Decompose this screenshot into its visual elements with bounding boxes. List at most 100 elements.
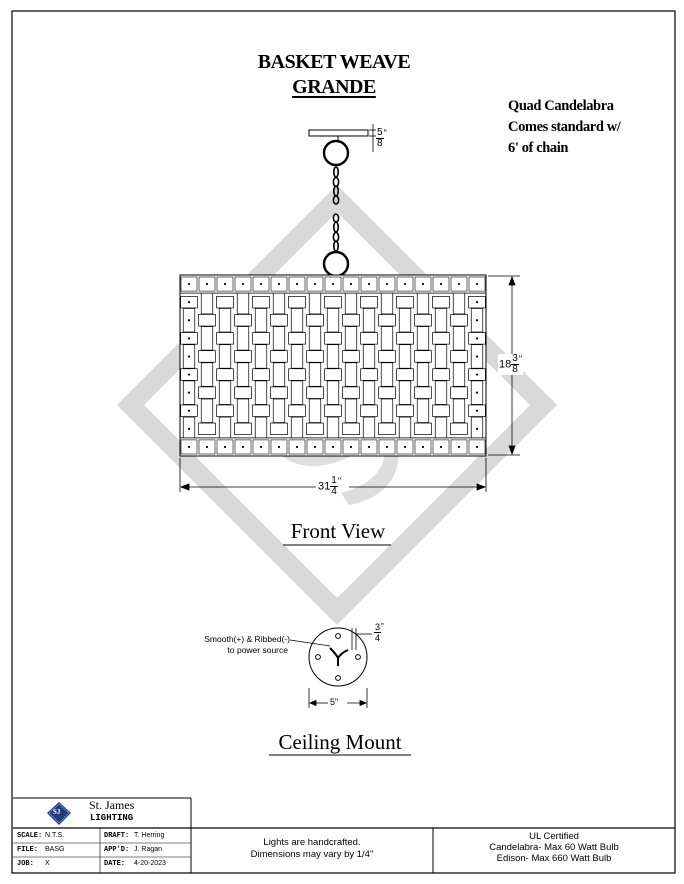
weave-border-cell	[198, 439, 216, 455]
weave-vertical-strip	[380, 362, 394, 387]
weave-horizontal-strip	[432, 368, 450, 381]
mount-depth-unit: "	[381, 622, 384, 631]
weave-horizontal-strip	[432, 404, 450, 417]
note-line2: Comes standard w/	[508, 119, 621, 135]
weave-horizontal-strip	[324, 368, 342, 381]
canopy-num: 5	[376, 127, 384, 139]
company-sub: LIGHTING	[90, 813, 134, 823]
weave-rivet	[259, 282, 263, 286]
weave-rivet	[187, 301, 191, 304]
ul-line1: UL Certified	[529, 831, 579, 842]
weave-vertical-strip	[452, 326, 466, 351]
weave-vertical-strip	[290, 308, 304, 333]
weave-vertical-strip	[272, 326, 286, 351]
weave-border-cell	[252, 439, 270, 455]
weave-horizontal-strip	[198, 350, 216, 363]
handcrafted-line2: Dimensions may vary by 1/4"	[250, 849, 374, 860]
ul-certification: UL Certified Candelabra- Max 60 Watt Bul…	[433, 831, 675, 864]
draft-value: T. Herring	[134, 832, 165, 839]
weave-horizontal-strip	[270, 314, 288, 327]
weave-horizontal-strip	[306, 386, 324, 399]
width-dimension	[179, 458, 487, 492]
weave-horizontal-strip	[378, 422, 396, 435]
weave-rivet	[187, 409, 191, 412]
handcrafted-line1: Lights are handcrafted.	[263, 837, 361, 848]
weave-border-cell	[324, 439, 342, 455]
weave-rivet	[205, 445, 209, 449]
weave-horizontal-strip	[432, 296, 450, 309]
weave-horizontal-strip	[342, 422, 360, 435]
weave-horizontal-strip	[234, 422, 252, 435]
weave-rivet	[367, 445, 371, 449]
product-title-line1: BASKET WEAVE	[257, 51, 411, 73]
weave-border-cell	[270, 439, 288, 455]
weave-vertical-strip	[362, 416, 376, 441]
weave-vertical-strip	[254, 416, 268, 441]
weave-horizontal-strip	[378, 350, 396, 363]
ul-line3: Edison- Max 660 Watt Bulb	[496, 853, 612, 864]
weave-rivet	[241, 282, 245, 286]
page-frame	[11, 10, 676, 874]
weave-border-cell	[234, 276, 252, 292]
weave-horizontal-strip	[234, 386, 252, 399]
weave-horizontal-strip	[324, 296, 342, 309]
weave-border-cell	[216, 439, 234, 455]
weave-rivet	[331, 282, 335, 286]
weave-rivet	[403, 445, 407, 449]
weave-vertical-strip	[398, 380, 412, 405]
weave-rivet	[331, 445, 335, 449]
weave-horizontal-strip	[360, 296, 378, 309]
weave-horizontal-strip	[234, 314, 252, 327]
weave-vertical-strip	[344, 326, 358, 351]
weave-rivet	[349, 282, 353, 286]
weave-vertical-strip	[380, 326, 394, 351]
note-line3: 6' of chain	[508, 140, 569, 156]
weave-vertical-strip	[236, 290, 250, 315]
weave-rivet	[187, 391, 191, 394]
weave-vertical-strip	[218, 308, 232, 333]
width-num: 1	[330, 475, 338, 487]
weave-horizontal-strip	[216, 404, 234, 417]
weave-horizontal-strip	[198, 422, 216, 435]
weave-horizontal-strip	[324, 332, 342, 345]
weave-vertical-strip	[218, 380, 232, 405]
weave-horizontal-strip	[432, 332, 450, 345]
weave-border-cell	[396, 276, 414, 292]
weave-vertical-strip	[434, 308, 448, 333]
canopy-dimension	[369, 124, 376, 152]
weave-horizontal-strip	[396, 332, 414, 345]
weave-rivet	[205, 282, 209, 286]
bottom-ring	[322, 250, 350, 278]
weave-horizontal-strip	[288, 296, 306, 309]
weave-vertical-strip	[452, 290, 466, 315]
weave-border-cell	[450, 439, 468, 455]
weave-vertical-strip	[200, 290, 214, 315]
weave-horizontal-strip	[288, 368, 306, 381]
weave-vertical-strip	[326, 308, 340, 333]
weave-horizontal-strip	[414, 386, 432, 399]
mount-depth-den: 4	[375, 633, 381, 643]
weave-vertical-strip	[200, 326, 214, 351]
weave-rivet	[187, 337, 191, 340]
weave-vertical-strip	[344, 290, 358, 315]
weave-border-cell	[432, 439, 450, 455]
weave-vertical-strip	[434, 416, 448, 441]
weave-vertical-strip	[254, 308, 268, 333]
weave-rivet	[277, 282, 281, 286]
weave-rivet	[439, 282, 443, 286]
weave-horizontal-strip	[360, 404, 378, 417]
weave-border-cell	[360, 439, 378, 455]
weave-horizontal-strip	[450, 314, 468, 327]
weave-border-cell	[198, 276, 216, 292]
weave-rivet	[475, 337, 479, 340]
weave-rivet	[403, 282, 407, 286]
date-label: DATE:	[104, 860, 126, 868]
weave-border-cell	[288, 439, 306, 455]
mount-width-label: 5"	[330, 697, 339, 707]
weave-rivet	[457, 445, 461, 449]
